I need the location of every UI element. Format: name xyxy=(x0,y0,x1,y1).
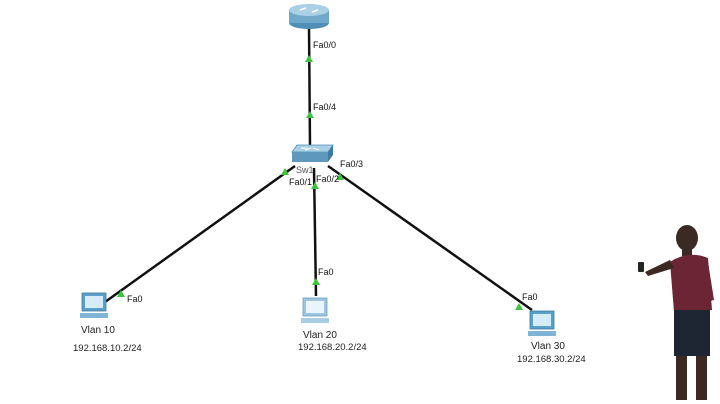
pc-name-label: Vlan 20 xyxy=(303,330,337,341)
switch-name-label: Sw1 xyxy=(296,165,314,175)
link-status-up-icon xyxy=(311,182,319,189)
pc-port-label: Fa0 xyxy=(522,292,538,302)
link-status-up-icon xyxy=(281,168,289,175)
router-icon[interactable] xyxy=(289,4,329,29)
link-status-up-icon xyxy=(312,278,320,285)
pc-ip-label: 192.168.10.2/24 xyxy=(73,343,142,354)
pc-name-label: Vlan 30 xyxy=(531,341,565,352)
switch-port-label-pc2: Fa0/2 xyxy=(316,174,340,184)
presenter-figure xyxy=(638,225,714,400)
router-port-label: Fa0/0 xyxy=(313,40,337,50)
pc-icon[interactable] xyxy=(528,310,556,336)
pc-name-label: Vlan 10 xyxy=(81,325,115,336)
link-switch-pc1[interactable] xyxy=(104,164,296,304)
switch-icon[interactable] xyxy=(291,144,334,162)
link-status-up-icon xyxy=(305,55,313,62)
switch-port-label-pc3: Fa0/3 xyxy=(340,159,364,169)
link-status-up-icon xyxy=(336,173,344,180)
pc-ip-label: 192.168.20.2/24 xyxy=(298,342,367,353)
link-switch-pc2[interactable] xyxy=(312,167,318,297)
link-router-switch[interactable] xyxy=(307,25,312,147)
link-status-up-icon xyxy=(117,290,125,297)
pc-icon[interactable] xyxy=(80,292,108,318)
switch-port-label-router: Fa0/4 xyxy=(313,102,337,112)
pc-port-label: Fa0 xyxy=(318,267,334,277)
link-status-up-icon xyxy=(515,303,523,310)
pc-port-label: Fa0 xyxy=(127,294,143,304)
pc-ip-label: 192.168.30.2/24 xyxy=(517,354,586,365)
switch-port-label-pc1: Fa0/1 xyxy=(289,177,313,187)
link-status-up-icon xyxy=(306,111,314,118)
link-switch-pc3[interactable] xyxy=(327,164,533,312)
pc-icon[interactable] xyxy=(301,297,329,323)
